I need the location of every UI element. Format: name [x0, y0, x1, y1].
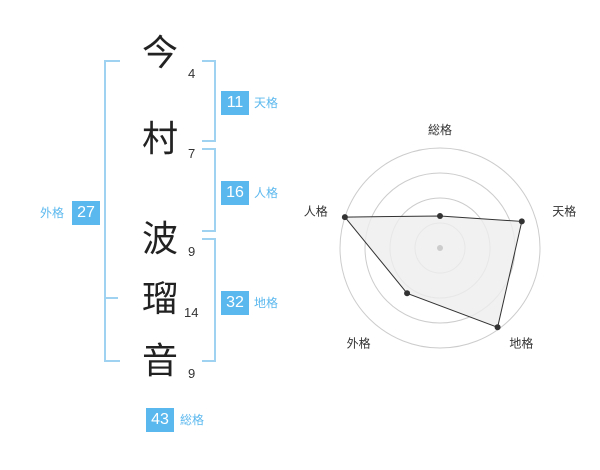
soukaku-label: 総格	[180, 413, 205, 427]
jinkaku-badge: 16	[221, 181, 249, 205]
gaikaku-bracket	[104, 60, 120, 362]
stroke-count-3: 9	[188, 244, 196, 259]
radar-area	[343, 215, 523, 328]
name-char-4: 瑠	[141, 279, 178, 320]
name-char-3: 波	[141, 219, 178, 260]
name-char-2: 村	[141, 119, 178, 160]
chikaku-bracket	[202, 238, 216, 362]
stroke-count-5: 9	[188, 366, 196, 381]
tenkaku-bracket	[202, 60, 216, 142]
radar-ring	[339, 147, 541, 349]
stroke-count-2: 7	[188, 146, 196, 161]
name-char-1: 今	[141, 33, 178, 74]
soukaku-badge: 43	[146, 408, 174, 432]
jinkaku-label: 人格	[254, 186, 279, 200]
gaikaku-badge: 27	[72, 201, 100, 225]
tenkaku-label: 天格	[254, 96, 279, 110]
radar-point-2	[518, 218, 525, 225]
radar-axis-label: 天格	[552, 204, 576, 219]
stroke-count-4: 14	[184, 305, 199, 320]
radar-axis-label: 人格	[304, 204, 328, 219]
stroke-count-1: 4	[188, 66, 196, 81]
chikaku-label: 地格	[254, 296, 279, 310]
chikaku-badge: 32	[221, 291, 249, 315]
tenkaku-badge: 11	[221, 91, 249, 115]
radar-point-1	[437, 213, 443, 219]
radar-axis-label: 地格	[509, 335, 533, 350]
radar-point-4	[404, 290, 411, 297]
gaikaku-bracket-mid	[104, 297, 118, 299]
radar-axis-label: 外格	[347, 335, 371, 350]
radar-center	[437, 245, 443, 251]
name-char-5: 音	[141, 341, 178, 382]
jinkaku-bracket	[202, 148, 216, 232]
gaikaku-label: 外格	[40, 206, 65, 220]
radar-point-5	[341, 214, 348, 221]
radar-axis-label: 総格	[428, 122, 452, 137]
radar-point-3	[494, 324, 501, 331]
